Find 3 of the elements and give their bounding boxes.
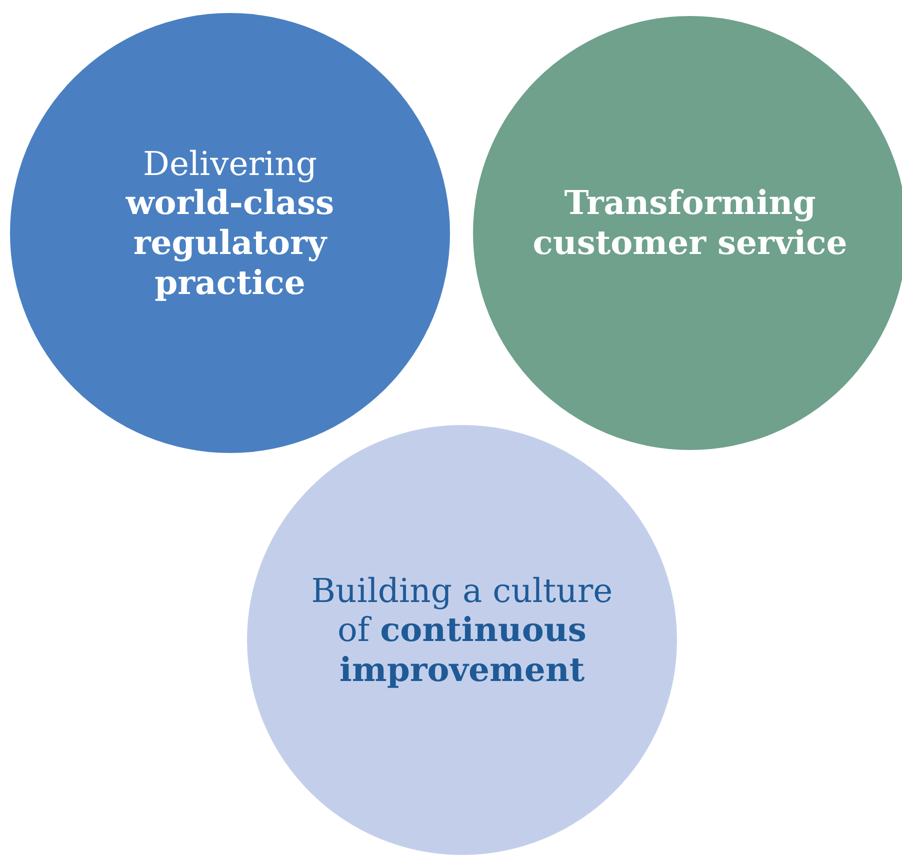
circle-label: Transforming customer service xyxy=(532,183,848,263)
circle-label: Building a culture of continuous improvement xyxy=(310,570,614,690)
circle-label: Delivering world-class regulatory practice xyxy=(124,144,336,302)
